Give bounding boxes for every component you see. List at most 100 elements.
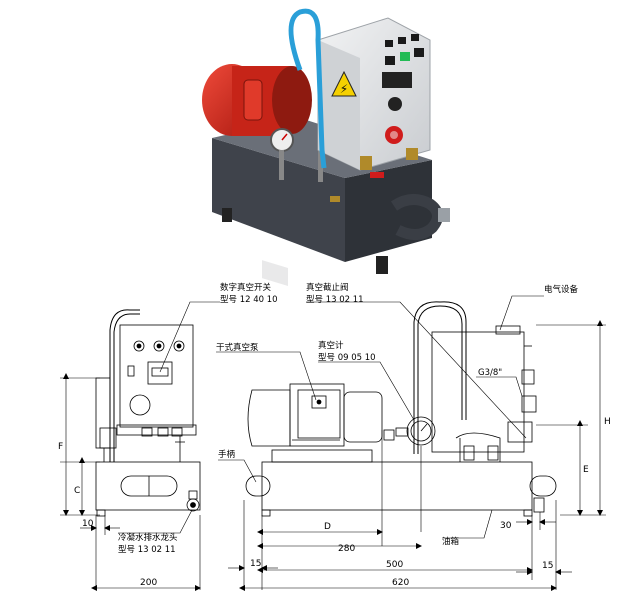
label-handle: 手柄 — [218, 449, 236, 460]
box-left-side — [318, 40, 360, 170]
front-foot — [523, 509, 533, 517]
panel-display — [385, 56, 395, 65]
side-switch-screen — [151, 367, 169, 377]
warning-sign — [331, 70, 357, 97]
photo-valve — [406, 148, 418, 160]
pump-fin — [243, 79, 263, 121]
front-terminal-box — [311, 395, 327, 409]
dimension-lines — [60, 320, 606, 591]
side-drain-core — [190, 502, 196, 508]
leader-vacuum-gauge — [318, 361, 415, 421]
label-drain-tap-model: 型号 13 02 11 — [118, 545, 176, 555]
leader-electrical — [499, 295, 544, 331]
warning-glyph: ⚡ — [340, 82, 348, 96]
panel-lamp — [411, 34, 419, 41]
side-lamp — [153, 340, 165, 352]
dim-text-D: D — [324, 522, 331, 532]
front-hose — [417, 305, 463, 454]
front-oil-loop — [529, 475, 557, 497]
pump-end — [272, 66, 312, 134]
stop-highlight — [390, 131, 398, 139]
dim-text-H: H — [604, 417, 611, 427]
leader-handle — [218, 459, 257, 483]
label-digital-switch-model: 型号 12 40 10 — [220, 295, 278, 305]
leader-shutoff-valve — [306, 301, 527, 439]
front-motor-terminal — [297, 389, 341, 439]
pipe-fitting — [438, 208, 450, 222]
front-oil-fitting — [533, 497, 545, 513]
front-box-top — [495, 325, 521, 335]
label-oil-tank: 油箱 — [442, 536, 460, 547]
dim-text-10: 10 — [82, 519, 94, 529]
dim-text-15-right: 15 — [542, 561, 553, 571]
front-hose — [413, 301, 467, 454]
tank-foot — [222, 208, 232, 222]
side-lamp-dot — [176, 343, 182, 349]
front-pump-head — [343, 391, 383, 443]
label-electrical: 电气设备 — [544, 284, 579, 295]
panel-button — [414, 48, 424, 57]
front-vacuum-gauge — [406, 416, 436, 446]
label-digital-switch: 数字真空开关 — [220, 282, 272, 293]
leader-drain-tap — [118, 509, 193, 534]
front-handle — [245, 475, 271, 497]
side-drain-body — [188, 490, 198, 500]
front-tank — [261, 461, 533, 511]
panel-lamp — [385, 40, 393, 47]
side-view — [95, 309, 201, 517]
label-drain-tap: 冷凝水排水龙头 — [118, 532, 178, 543]
label-thread: G3/8" — [478, 368, 502, 378]
side-lamp-dot — [136, 343, 142, 349]
blue-hose — [288, 8, 327, 169]
side-hose — [109, 309, 140, 462]
side-pump — [95, 377, 111, 449]
side-fitting — [99, 427, 117, 449]
front-box-gland — [521, 369, 535, 385]
dim-text-15-left: 15 — [250, 559, 261, 569]
gauge-needle — [281, 133, 288, 141]
photo-valve — [330, 196, 340, 202]
side-tank — [95, 461, 201, 511]
dim-text-F: F — [58, 442, 63, 452]
front-gauge-fitting — [395, 427, 409, 437]
dim-text-C: C — [74, 486, 80, 496]
callout-labels: 数字真空开关 型号 12 40 10 真空截止阀 型号 13 02 11 电气设… — [118, 282, 579, 555]
side-hose — [113, 313, 140, 462]
side-box-base — [116, 424, 197, 436]
tank-left-face — [212, 138, 345, 262]
panel-controller — [382, 72, 412, 88]
leader-dry-pump — [216, 351, 317, 401]
side-lamp — [173, 340, 185, 352]
front-terminal-screw — [316, 399, 322, 405]
front-gauge-needle — [420, 423, 428, 432]
leader-digital-switch — [159, 301, 220, 373]
dim-text-30: 30 — [500, 521, 512, 531]
label-shutoff-valve: 真空截止阀 — [306, 282, 349, 293]
front-foot — [261, 509, 271, 517]
label-vacuum-gauge-model: 型号 09 05 10 — [318, 353, 376, 363]
dim-text-E: E — [583, 465, 589, 475]
leader-thread — [476, 376, 523, 397]
tank-foot — [376, 256, 388, 274]
label-vacuum-gauge: 真空计 — [318, 340, 344, 351]
panel-button — [400, 52, 410, 61]
dimension-texts: F C 10 200 H E D 280 30 15 500 15 620 — [58, 417, 611, 588]
side-lamp-dot — [156, 343, 162, 349]
front-valve — [463, 445, 475, 461]
side-gland — [157, 427, 169, 437]
side-pipe — [175, 436, 185, 462]
dim-text-500: 500 — [386, 560, 403, 570]
valve-handle — [370, 172, 384, 178]
front-valve — [487, 445, 499, 461]
side-gland — [141, 427, 153, 437]
front-gauge-face — [410, 420, 432, 442]
front-valve-block — [507, 421, 533, 443]
leader-oil-tank — [442, 509, 493, 539]
photo-pipe — [279, 150, 284, 180]
dim-text-200: 200 — [140, 578, 157, 588]
dim-text-280: 280 — [338, 544, 355, 554]
front-box-gland — [521, 395, 537, 413]
panel-lamp — [398, 37, 406, 44]
